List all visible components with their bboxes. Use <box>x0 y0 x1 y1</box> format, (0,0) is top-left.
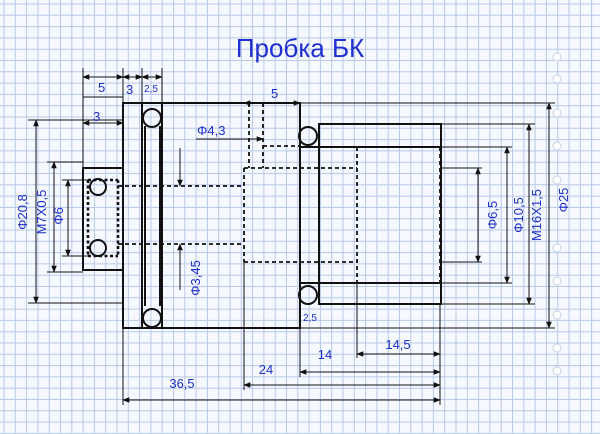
dim-24: 24 <box>259 362 273 377</box>
dim-m7: M7X0,5 <box>34 190 49 235</box>
dim-36-5: 36,5 <box>169 376 194 391</box>
shoulder-o-ring-bottom <box>298 285 318 305</box>
dim-phi-20-8: Φ20,8 <box>15 194 30 230</box>
groove-o-ring-bottom <box>142 308 162 328</box>
groove-o-ring-top <box>142 108 162 128</box>
dim-5-top: 5 <box>98 80 105 95</box>
dim-m16: M16X1,5 <box>529 189 544 241</box>
shoulder-o-ring-top <box>298 126 318 146</box>
dim-phi-3-45: Φ3,45 <box>188 260 203 296</box>
dimension-labels: 5 3 2,5 5 3 Φ4,3 Φ20,8 M7X0,5 Φ6 Φ3,45 Φ… <box>15 80 571 391</box>
hidden-lines <box>86 103 441 284</box>
drawing-title: Пробка БК <box>236 33 364 63</box>
o-rings <box>89 108 318 328</box>
dim-3-top: 3 <box>126 82 133 97</box>
dim-phi-10-5: Φ10,5 <box>511 197 526 233</box>
dim-phi-6-left: Φ6 <box>51 207 66 225</box>
dim-phi-25: Φ25 <box>556 188 571 213</box>
dim-phi-4-3: Φ4,3 <box>197 123 225 138</box>
dim-14: 14 <box>318 347 332 362</box>
dimension-lines <box>28 68 555 405</box>
dim-14-5: 14,5 <box>385 337 410 352</box>
part-outline <box>82 102 442 329</box>
left-o-ring-top <box>89 178 107 196</box>
left-o-ring-bottom <box>89 239 107 257</box>
dim-5-hole: 5 <box>271 86 278 101</box>
dim-3-left: 3 <box>93 109 100 124</box>
dim-2-5-top: 2,5 <box>144 84 158 95</box>
dim-2-5-bottom: 2,5 <box>303 313 317 324</box>
binding-holes <box>552 52 562 376</box>
dim-phi-6-5: Φ6,5 <box>485 201 500 229</box>
